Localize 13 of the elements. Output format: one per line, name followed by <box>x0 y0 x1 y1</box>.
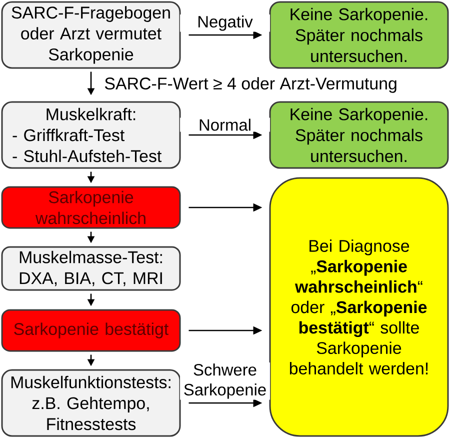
result-box: Keine Sarkopenie. Später nochmals untersuchen. <box>269 101 449 169</box>
recommendation-box: Bei Diagnose „Sarkopenie wahrscheinlich“ oder „Sarkopenie bestätigt“ sollte Sarkopenie behandelt werden! <box>269 177 449 437</box>
edge-label: Normal <box>180 118 270 132</box>
process-box: SARC-F-Fragebogen oder Arzt vermutet Sarkopenie <box>1 1 181 69</box>
edge-label: Schwere Sarkopenie <box>180 362 270 400</box>
result-box: Keine Sarkopenie. Später nochmals untersuchen. <box>269 1 449 69</box>
edge-label: SARC-F-Wert ≥ 4 oder Arzt-Vermutung <box>103 76 398 94</box>
process-box: Muskelfunktionstests: z.B. Gehtempo, Fitnesstests <box>1 369 181 437</box>
edge-label: Negativ <box>180 14 270 32</box>
process-box: Muskelkraft: - Griffkraft-Test - Stuhl-Aufsteh-Test <box>1 101 181 169</box>
diagnosis-box: Sarkopenie bestätigt <box>1 309 181 352</box>
diagnosis-box: Sarkopenie wahrscheinlich <box>1 186 181 229</box>
process-box: Muskelmasse-Test: DXA, BIA, CT, MRI <box>1 246 181 291</box>
